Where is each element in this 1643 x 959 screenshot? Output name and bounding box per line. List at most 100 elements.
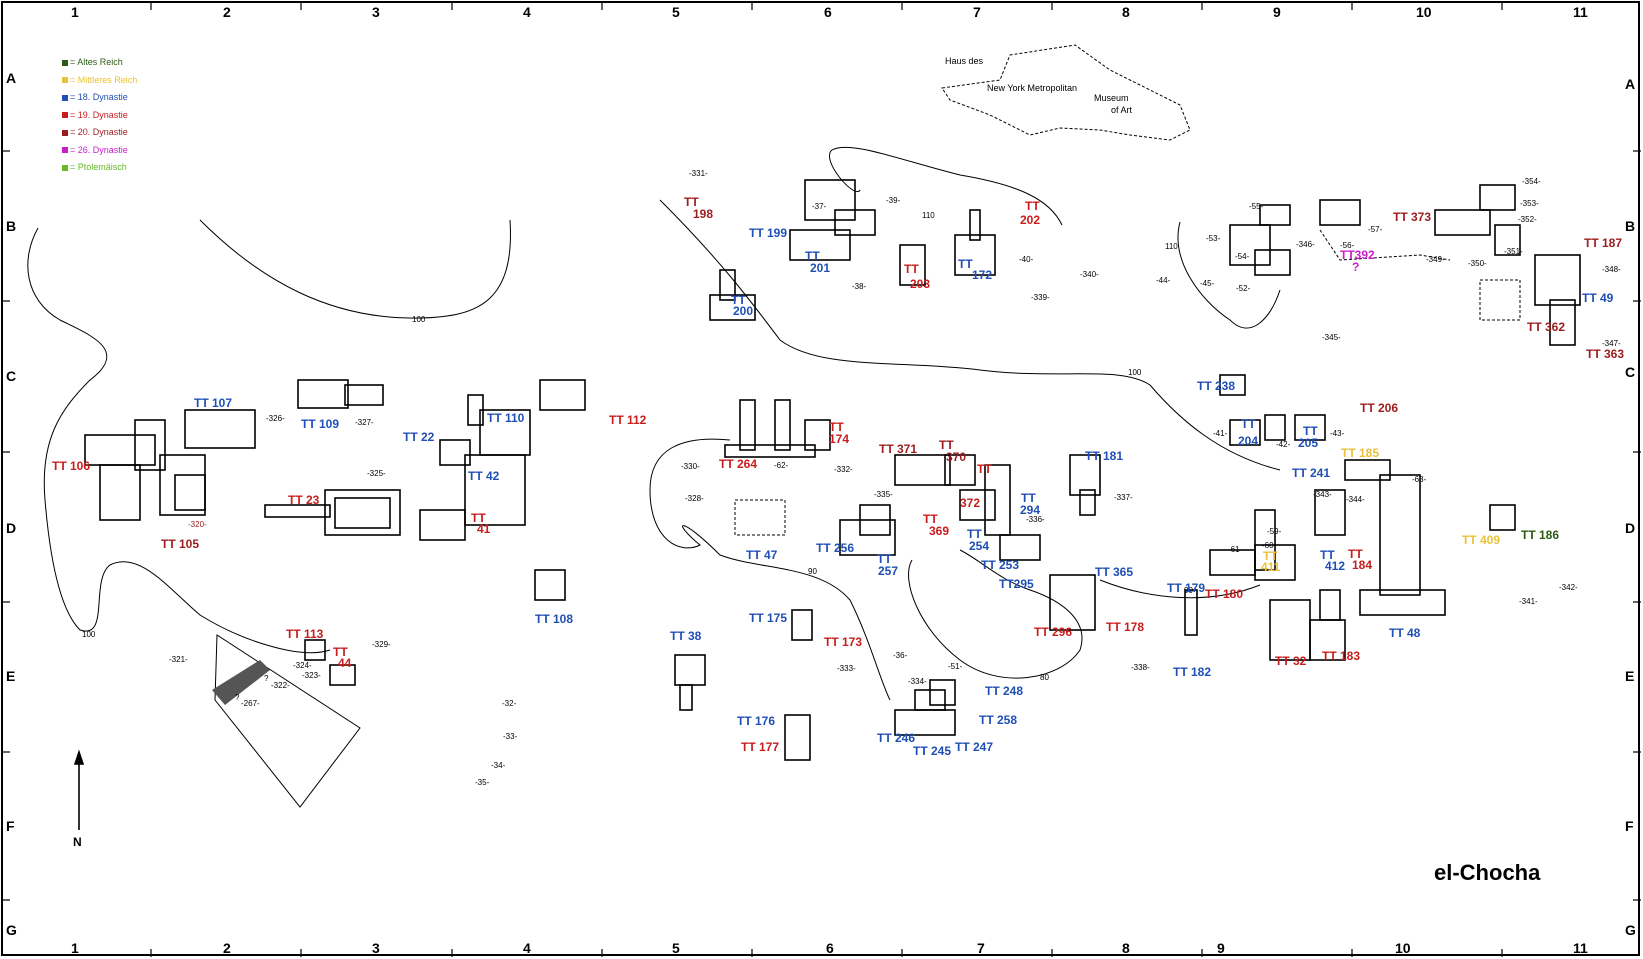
grid-row-label: B (1625, 218, 1636, 234)
tomb-label: TT 247 (955, 740, 994, 754)
minor-tomb-number: -53- (1206, 234, 1221, 243)
grid-row-label: F (1625, 818, 1634, 834)
grid-col-label: 2 (223, 4, 231, 20)
tomb-label: TT 187 (1584, 236, 1623, 250)
tomb-label: TT 48 (1389, 626, 1421, 640)
tomb-label: TT (1303, 424, 1318, 438)
tomb-label: TT 112 (609, 413, 647, 427)
grid-col-label: 9 (1217, 940, 1225, 956)
minor-tomb-number: -343- (1313, 490, 1332, 499)
minor-tomb-number: -55- (1249, 202, 1264, 211)
grid-col-label: 3 (372, 940, 380, 956)
tomb-label: TT 23 (288, 493, 320, 507)
contour-label: 90 (1184, 586, 1193, 595)
minor-tomb-number: -42- (1276, 440, 1291, 449)
tomb-label: TT (877, 552, 892, 566)
legend-label: = 20. Dynastie (70, 127, 128, 137)
minor-tomb-number: -33- (503, 732, 518, 741)
minor-tomb-number: -338- (1131, 663, 1150, 672)
minor-tomb-number: -324- (293, 661, 312, 670)
minor-tomb-number: -330- (681, 462, 700, 471)
minor-tomb-number: -326- (266, 414, 285, 423)
tomb-label: TT (977, 462, 992, 476)
minor-tomb-number: -56- (1340, 241, 1355, 250)
tomb-label: TT 199 (749, 226, 788, 240)
legend-swatch (62, 77, 68, 84)
grid-row-label: E (6, 668, 16, 684)
tomb-label: TT 245 (913, 744, 952, 758)
museum-outline (734, 44, 1521, 536)
minor-tomb-number: -341- (1519, 597, 1538, 606)
minor-tomb-number: -337- (1114, 493, 1133, 502)
tomb-label: TT 365 (1095, 565, 1134, 579)
minor-tomb-number: -347- (1602, 339, 1621, 348)
grid-col-label: 10 (1416, 4, 1432, 20)
tomb-label: TT 373 (1393, 210, 1432, 224)
tomb-label: TT 185 (1341, 446, 1380, 460)
tomb-label: 294 (1020, 503, 1041, 517)
minor-tomb-number: -44- (1156, 276, 1171, 285)
minor-tomb-number: -63- (1412, 475, 1427, 484)
tomb-label: TT 49 (1582, 291, 1614, 305)
tomb-label: TT 22 (403, 430, 435, 444)
contour-label: 80 (1040, 673, 1049, 682)
tomb-label: TT 32 (1275, 654, 1307, 668)
minor-tomb-number: -351- (1504, 247, 1523, 256)
grid-col-label: 9 (1273, 4, 1281, 20)
tomb-label: 369 (929, 524, 950, 538)
map-title: el-Chocha (1434, 860, 1541, 885)
grid-col-label: 11 (1573, 940, 1588, 956)
tomb-label: TT 256 (816, 541, 855, 555)
tomb-label: TT 409 (1462, 533, 1501, 547)
tomb-label: TT 246 (877, 731, 916, 745)
minor-tomb-number: -353- (1520, 199, 1539, 208)
minor-tomb-number: -329- (372, 640, 391, 649)
minor-tomb-number: -350- (1468, 259, 1487, 268)
tomb-label: 257 (878, 564, 899, 578)
tomb-label: TT 296 (1034, 625, 1073, 639)
minor-tomb-number: -328- (685, 494, 704, 503)
minor-tomb-number: -344- (1346, 495, 1365, 504)
minor-tomb-number: -340- (1080, 270, 1099, 279)
minor-tomb-number: -51- (948, 662, 963, 671)
tomb-label: 411 (1261, 560, 1281, 574)
tomb-label: 198 (693, 207, 714, 221)
tomb-label: TT 363 (1586, 347, 1625, 361)
tomb-label: TT 183 (1322, 649, 1361, 663)
tomb-label: TT 105 (161, 537, 200, 551)
grid-col-label: 4 (523, 940, 531, 956)
contour-label: 110 (922, 211, 935, 220)
minor-tomb-number: -352- (1518, 215, 1537, 224)
minor-tomb-number: -57- (1368, 225, 1383, 234)
minor-tomb-number: -327- (355, 418, 374, 427)
tomb-label: TT 182 (1173, 665, 1212, 679)
grid-col-label: 3 (372, 4, 380, 20)
tomb-label: TT 108 (535, 612, 574, 626)
tomb-label: TT 206 (1360, 401, 1399, 415)
tomb-label: TT (958, 257, 973, 271)
minor-tomb-number: -61- (1228, 545, 1243, 554)
tomb-label: TT (333, 645, 348, 659)
grid-col-label: 7 (973, 4, 981, 20)
tomb-label: TT (904, 262, 919, 276)
tomb-label: TT (1021, 491, 1036, 505)
tomb-label: TT (684, 195, 699, 209)
minor-tomb-number: -320- (188, 520, 207, 529)
contour-label: 100 (1128, 368, 1142, 377)
minor-tomb-number: -348- (1602, 265, 1621, 274)
tomb-label: 205 (1298, 436, 1319, 450)
legend-label: = 26. Dynastie (70, 144, 128, 155)
minor-tomb-number: -45- (1200, 279, 1215, 288)
tomb-label: TT 38 (670, 629, 702, 643)
legend-swatch (62, 59, 68, 66)
minor-tomb-number: -339- (1031, 293, 1050, 302)
tomb-label: TT 241 (1292, 466, 1331, 480)
minor-tomb-number: -321- (169, 655, 188, 664)
minor-tomb-number: -59- (1267, 527, 1282, 536)
legend-item: = 18. Dynastie (62, 89, 137, 107)
legend-item: = Ptolemäisch (62, 159, 137, 177)
tomb-label: TT (1263, 549, 1278, 563)
tomb-label: TT 173 (824, 635, 863, 649)
museum-label-line: New York Metropolitan (987, 83, 1078, 93)
minor-tomb-number: -35- (475, 778, 490, 787)
